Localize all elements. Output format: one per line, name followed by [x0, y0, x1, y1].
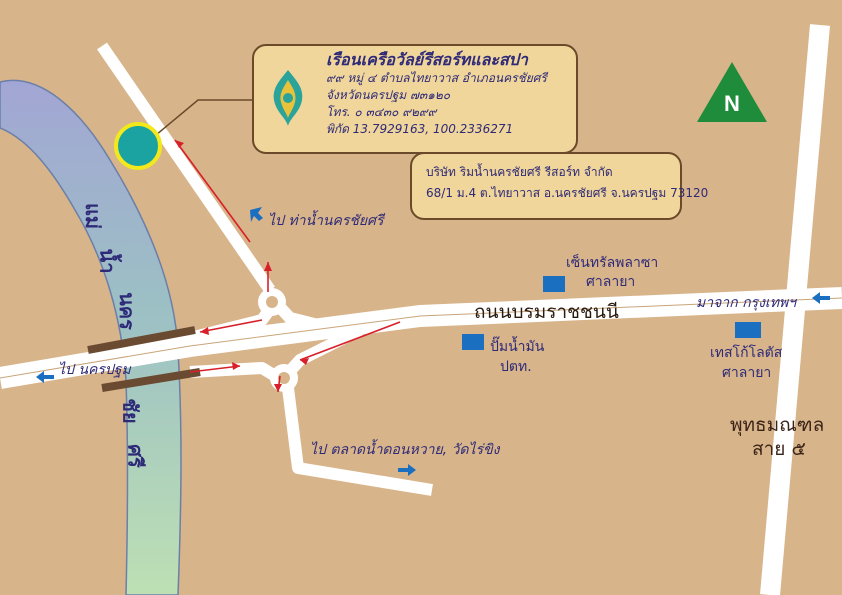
- river-name-2: น้ำ: [95, 248, 120, 274]
- main-road-centerline: [0, 297, 842, 379]
- tesco-square: [735, 322, 761, 338]
- north-triangle: [697, 62, 767, 122]
- label-tesco-salaya: ศาลายา: [722, 365, 772, 381]
- arrow-to-market-icon: [398, 464, 416, 476]
- phutthamonthon-road: [760, 24, 830, 595]
- marker-leader-line: [149, 99, 258, 141]
- resort-name: เรือนเครือวัลย์รีสอร์ทและสปา: [326, 50, 528, 69]
- label-to-pier: ไป ท่าน้ำนครชัยศรี: [268, 213, 384, 229]
- resort-info-card: เรือนเครือวัลย์รีสอร์ทและสปา ๙๙ หมู่ ๔ ต…: [252, 44, 578, 154]
- market-road: [281, 379, 433, 496]
- label-to-nakhon-pathom: ไป นครปฐม: [58, 362, 131, 378]
- central-plaza-square: [543, 276, 565, 292]
- resort-logo-icon: [273, 70, 303, 126]
- direction-arrows: [36, 207, 830, 476]
- resort-phone: โทร. ๐ ๓๔๓๐ ๙๒๙๙: [326, 105, 437, 119]
- resort-coordinates: พิกัด 13.7929163, 100.2336271: [326, 122, 514, 136]
- label-gas-station-brand: ปตท.: [500, 359, 532, 375]
- river-name-3: นคร: [114, 292, 139, 330]
- resort-address-1: ๙๙ หมู่ ๔ ตำบลไทยาวาส อำเภอนครชัยศรี: [326, 71, 547, 85]
- company-address: 68/1 ม.4 ต.ไทยาวาส อ.นครชัยศรี จ.นครปฐม …: [426, 186, 709, 200]
- river-name-1: แม่: [81, 202, 106, 230]
- pier-road: [97, 42, 275, 294]
- river-name-4: ชัย: [118, 398, 143, 424]
- river-name-5: ศรี: [123, 444, 148, 468]
- label-from-bangkok: มาจาก กรุงเทพฯ: [696, 295, 797, 311]
- label-to-market: ไป ตลาดน้ำดอนหวาย, วัดไร่ขิง: [310, 442, 500, 458]
- label-phutthamonthon-line: สาย ๕: [752, 438, 806, 460]
- gas-station-square: [462, 334, 484, 350]
- company-name: บริษัท ริมน้ำนครชัยศรี รีสอร์ท จำกัด: [426, 165, 613, 179]
- north-label: N: [724, 91, 740, 116]
- label-central-salaya: ศาลายา: [586, 274, 636, 290]
- arrow-to-pier-icon: [250, 207, 263, 222]
- arrow-from-bangkok-icon: [812, 292, 830, 304]
- arrow-to-nakhon-pathom-icon: [36, 371, 54, 383]
- label-phutthamonthon: พุทธมณฑล: [730, 414, 825, 436]
- label-main-road: ถนนบรมราชชนนี: [474, 301, 619, 323]
- label-gas-station: ปั๊มน้ำมัน: [490, 339, 545, 355]
- resort-address-2: จังหวัดนครปฐม ๗๓๑๒๐: [326, 88, 451, 102]
- route-arrowheads: [175, 140, 309, 392]
- resort-marker: [114, 122, 162, 170]
- label-central-plaza: เซ็นทรัลพลาซา: [566, 255, 659, 271]
- company-info-card: บริษัท ริมน้ำนครชัยศรี รีสอร์ท จำกัด 68/…: [410, 152, 708, 220]
- label-tesco: เทสโก้โลตัส: [710, 345, 783, 361]
- bridge: [87, 326, 201, 392]
